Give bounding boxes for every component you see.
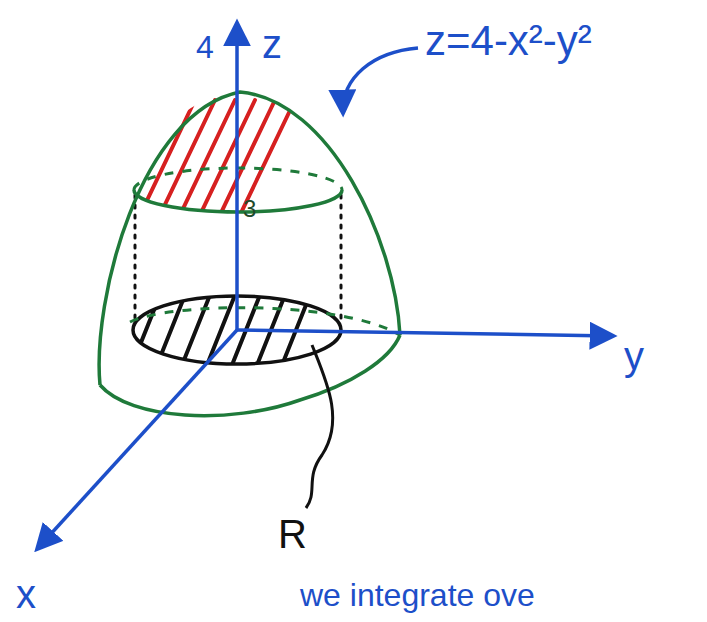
- paraboloid-base: [100, 335, 400, 416]
- formula-pointer: [343, 48, 418, 112]
- level-value: 3: [243, 196, 256, 222]
- projection-line: [134, 195, 137, 318]
- region-leader: [306, 345, 333, 508]
- paraboloid-outline: [99, 92, 400, 385]
- cap-hatching: [140, 100, 295, 215]
- y-axis: [237, 330, 612, 336]
- note-text: we integrate ove: [300, 578, 535, 613]
- z-axis: [235, 24, 239, 330]
- axis-name: y: [624, 334, 644, 378]
- axis-name: x: [16, 572, 36, 616]
- axis-name: z: [262, 22, 282, 66]
- x-axis: [38, 330, 237, 548]
- region-name: R: [278, 512, 307, 556]
- axis-value: 4: [196, 30, 214, 65]
- surface-equation: z=4-x²-y²: [425, 18, 592, 64]
- region-hatching: [130, 295, 310, 370]
- projection-line: [340, 195, 343, 318]
